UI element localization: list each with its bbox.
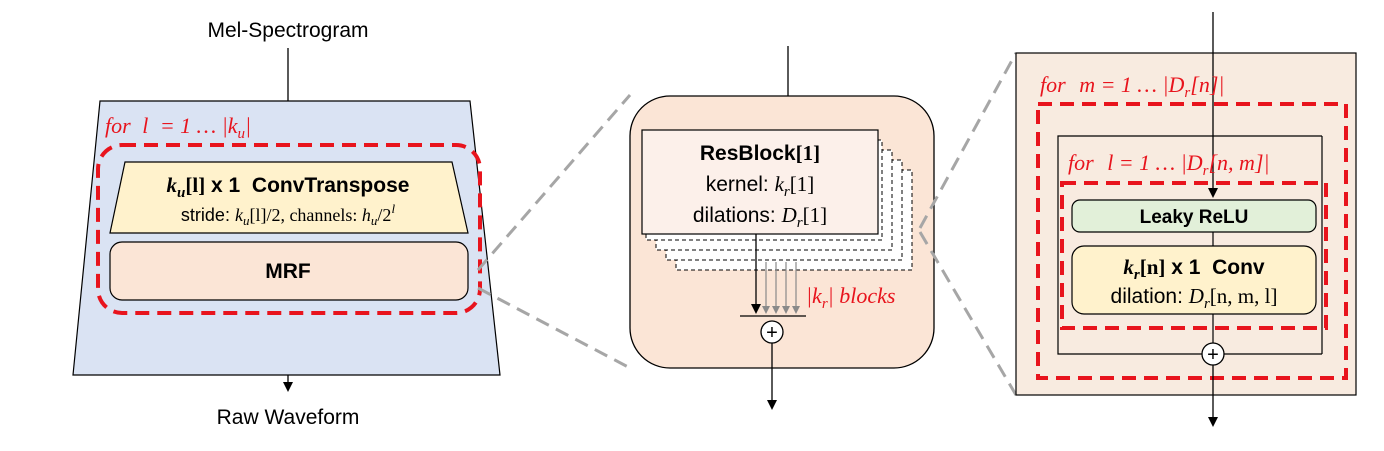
mrf-block[interactable] [109, 241, 469, 301]
resblock-1[interactable] [641, 129, 879, 235]
outer-loop-label: for m = 1 … |Dr[n]| [1040, 72, 1224, 101]
conv-transpose-block[interactable] [109, 161, 469, 234]
conv-block[interactable] [1071, 245, 1317, 315]
leaky-relu-block[interactable] [1071, 199, 1317, 233]
blocks-count-label: |kr| blocks [806, 283, 895, 312]
zoom-line-top-2 [918, 52, 1018, 229]
resblock-detail-panel: for m = 1 … |Dr[n]| for l = 1 … |Dr[n, m… [1015, 12, 1357, 427]
mrf-label: MRF [265, 260, 311, 283]
leaky-relu-label: Leaky ReLU [1140, 207, 1249, 228]
generator-panel: Mel-Spectrogram for l = 1 … |ku| ku[l] x… [72, 19, 501, 429]
conv-transpose-params: stride: ku[l]/2, channels: hu/2l [181, 201, 396, 228]
outer-loop-box [1036, 102, 1348, 380]
zoom-line-top [476, 94, 632, 271]
resblock-title: ResBlock[1] [700, 141, 820, 165]
mrf-detail-panel: ResBlock[1] kernel: kr[1] dilations: Dr[… [629, 46, 935, 410]
resblock-kernel: kernel: kr[1] [706, 172, 815, 200]
output-label: Raw Waveform [217, 406, 360, 429]
conv-transpose-title: ku[l] x 1 ConvTranspose [167, 173, 410, 201]
zoom-line-bottom [477, 286, 631, 370]
upsample-loop-box [96, 143, 482, 315]
inner-loop-box [1060, 181, 1328, 330]
generator-trapezoid [72, 100, 501, 376]
residual-path [1057, 135, 1213, 355]
residual-sum-symbol: + [1207, 344, 1219, 366]
inner-loop-label: for l = 1 … |Dr[n, m]| [1068, 150, 1270, 179]
conv-title: kr[n] x 1 Conv [1123, 255, 1265, 283]
sum-symbol: + [766, 322, 778, 344]
zoom-line-bottom-2 [918, 231, 1018, 396]
conv-dilation: dilation: Dr[n, m, l] [1111, 284, 1278, 312]
resblock-dilations: dilations: Dr[1] [693, 203, 827, 231]
upsample-loop-label: for l = 1 … |ku| [105, 113, 251, 142]
input-label: Mel-Spectrogram [207, 19, 368, 42]
